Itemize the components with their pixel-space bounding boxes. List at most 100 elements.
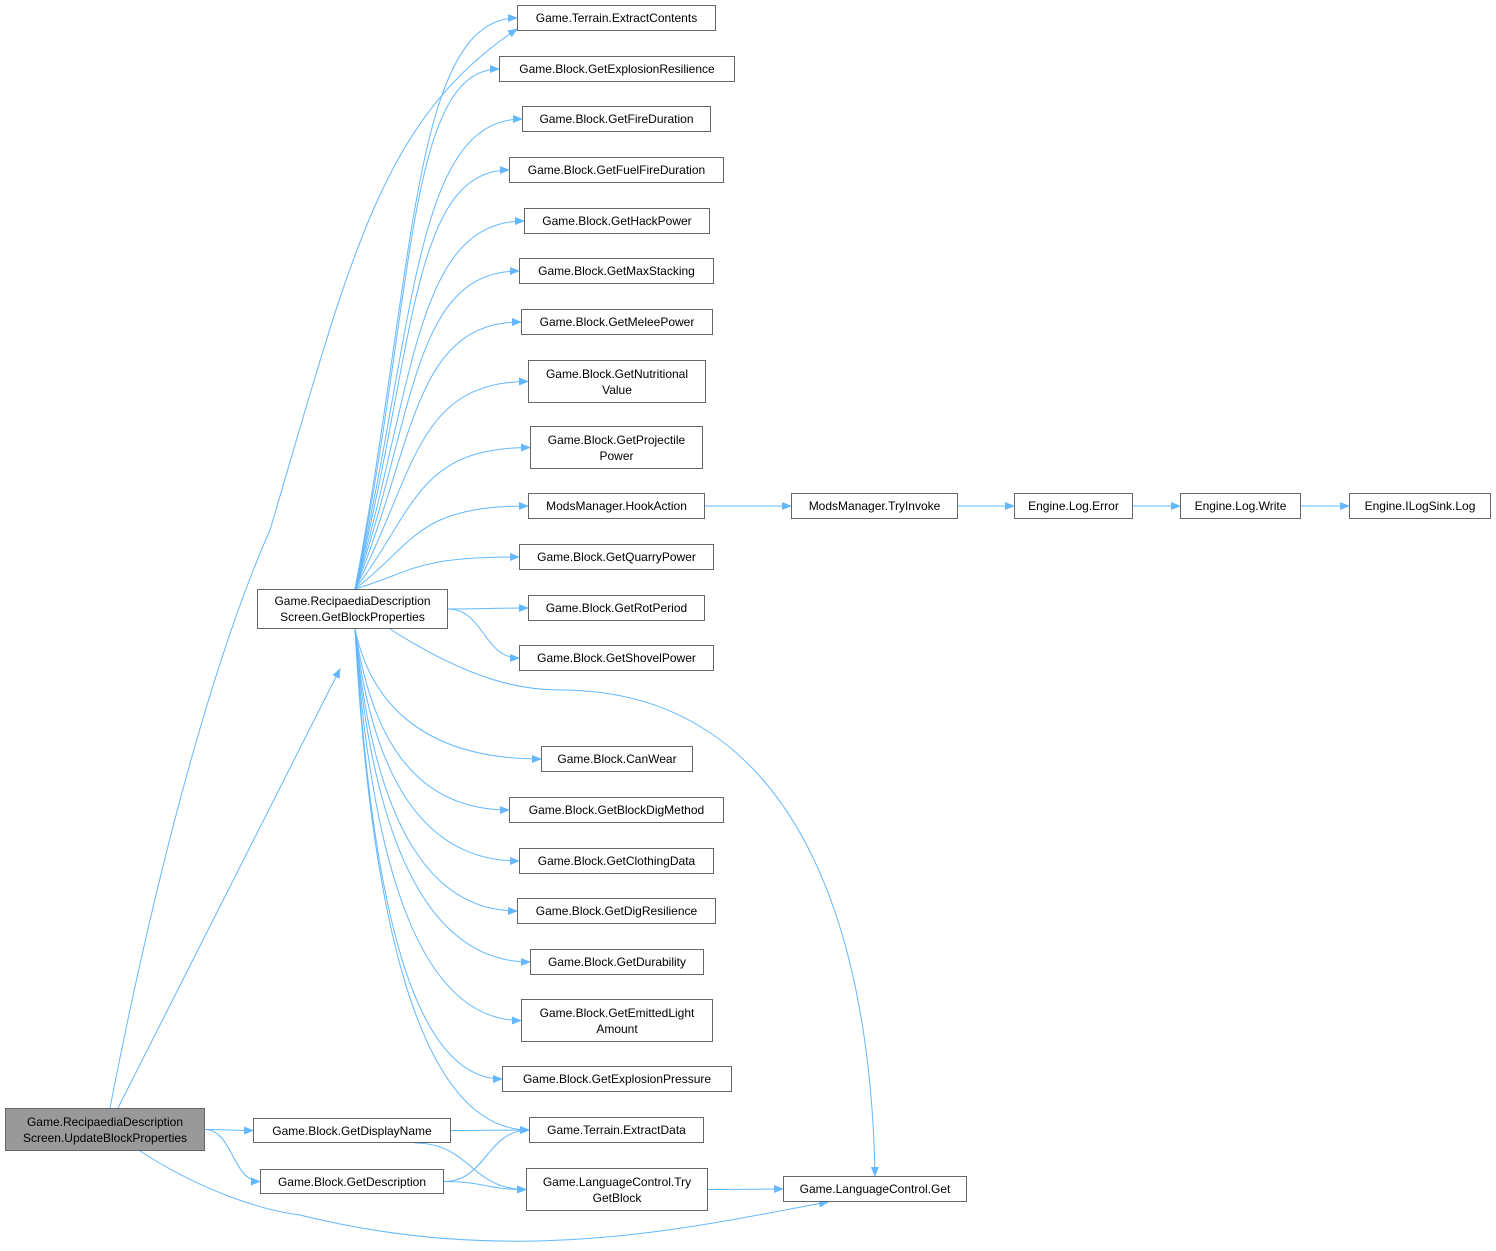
node-game-block-getdisplayname[interactable]: Game.Block.GetDisplayName [253, 1118, 451, 1143]
node-label-line: ModsManager.TryInvoke [808, 499, 941, 513]
node-label-line: Engine.Log.Error [1028, 499, 1119, 513]
edge-n1-to-n24 [354, 628, 530, 1134]
edge-n2-to-n24 [450, 1126, 530, 1135]
edge-n3-to-n25 [443, 1181, 527, 1194]
node-engine-log-write[interactable]: Engine.Log.Write [1180, 493, 1301, 519]
node-label-line: GetBlock [592, 1190, 642, 1205]
node-label-line: Power [599, 448, 634, 463]
edge-n1-to-n8 [354, 217, 525, 590]
edge-n0-to-n26 [139, 1150, 829, 1242]
node-label-line: Game.Block.GetDisplayName [272, 1123, 432, 1138]
edge-n1-to-n18 [354, 628, 510, 814]
edge-n1-to-n9 [354, 267, 520, 590]
node-engine-ilogsink-log[interactable]: Engine.ILogSink.Log [1349, 493, 1491, 519]
node-game-block-getrotperiod[interactable]: Game.Block.GetRotPeriod [528, 595, 705, 621]
node-label-line: Game.Block.GetShovelPower [537, 651, 696, 665]
node-modsmanager-hookaction[interactable]: ModsManager.HookAction [528, 493, 705, 519]
edge-n1-to-n6 [354, 115, 523, 590]
node-label-line: Game.Block.GetExplosionPressure [522, 1072, 712, 1086]
node-label-line: Game.Block.GetDurability [547, 955, 687, 969]
node-game-block-getquarrypower[interactable]: Game.Block.GetQuarryPower [519, 544, 714, 570]
node-label-line: Game.LanguageControl.Get [799, 1182, 951, 1196]
node-label-line: Game.Block.GetQuarryPower [537, 550, 696, 564]
edge-n0-to-n2 [204, 1126, 254, 1135]
node-label-line: Game.Block.GetClothingData [537, 854, 696, 868]
node-modsmanager-tryinvoke[interactable]: ModsManager.TryInvoke [791, 493, 958, 519]
node-label-line: ModsManager.HookAction [546, 499, 687, 513]
edge-n3-to-n24 [443, 1126, 530, 1182]
edge-n1-to-n15 [447, 604, 529, 613]
node-game-block-getexplosionpressure[interactable]: Game.Block.GetExplosionPressure [502, 1066, 732, 1092]
edge-n0-to-n4 [109, 28, 518, 1109]
node-label-line: Game.RecipaediaDescription [26, 1114, 184, 1129]
edge-n1-to-n4 [354, 14, 518, 590]
node-game-block-getexplosionresilience[interactable]: Game.Block.GetExplosionResilience [499, 56, 735, 82]
node-label-line: Game.Block.GetProjectile [547, 432, 686, 447]
node-game-languagecontrol-get[interactable]: Game.LanguageControl.Get [783, 1176, 967, 1202]
node-game-block-getdurability[interactable]: Game.Block.GetDurability [530, 949, 704, 975]
node-label-line: Game.Block.GetRotPeriod [545, 601, 688, 615]
node-label-line: Game.Block.GetNutritional [545, 366, 689, 381]
node-label-line: Game.RecipaediaDescription [274, 594, 431, 608]
node-label-line: Game.Block.GetDigResilience [535, 904, 698, 918]
edge-n1-to-n22 [354, 628, 522, 1025]
edge-n1-to-n17 [354, 628, 542, 763]
node-label-line: Game.Block.GetMaxStacking [538, 264, 695, 278]
node-game-block-getfireduration[interactable]: Game.Block.GetFireDuration [522, 106, 711, 132]
node-label-line: Game.Block.GetEmittedLight [539, 1005, 695, 1020]
edge-n1-to-n10 [354, 318, 522, 590]
node-game-block-getshovelpower[interactable]: Game.Block.GetShovelPower [519, 645, 714, 671]
edge-n1-to-n21 [354, 628, 531, 966]
node-label-line: Game.Block.GetHackPower [542, 214, 692, 228]
edge-n1-to-n23 [354, 628, 503, 1083]
node-game-block-getfuelfireduration[interactable]: Game.Block.GetFuelFireDuration [509, 157, 724, 183]
edge-n2-to-n25 [414, 1142, 527, 1194]
node-game-block-getclothingdata[interactable]: Game.Block.GetClothingData [519, 848, 714, 874]
edge-n1-to-n11 [354, 377, 529, 590]
node-label-line: Amount [596, 1021, 638, 1036]
node-label-line: Game.Block.GetFireDuration [539, 112, 694, 126]
node-game-terrain-extractcontents[interactable]: Game.Terrain.ExtractContents [517, 5, 716, 31]
edge-n0-to-n3 [204, 1129, 261, 1186]
edge-n1-to-n26 [389, 628, 879, 1177]
node-label-line: Screen.GetBlockProperties [280, 610, 425, 624]
node-label-line: Engine.Log.Write [1194, 499, 1287, 513]
node-game-terrain-extractdata[interactable]: Game.Terrain.ExtractData [529, 1117, 704, 1143]
node-game-block-getmeleepower[interactable]: Game.Block.GetMeleePower [521, 309, 713, 335]
node-label-line: Game.Block.GetDescription [277, 1174, 427, 1189]
node-game-block-getblockdigmethod[interactable]: Game.Block.GetBlockDigMethod [509, 797, 724, 823]
node-label-line: Game.Terrain.ExtractContents [535, 11, 698, 25]
node-label-line: Game.LanguageControl.Try [542, 1174, 692, 1189]
node-game-block-gethackpower[interactable]: Game.Block.GetHackPower [524, 208, 710, 234]
node-label-line: Engine.ILogSink.Log [1364, 499, 1476, 513]
node-game-block-canwear[interactable]: Game.Block.CanWear [541, 746, 693, 772]
edge-n1-to-n13 [354, 502, 529, 590]
edge-n1-to-n19 [354, 628, 520, 865]
edge-n1-to-n20 [354, 628, 518, 915]
node-label-line: Game.Block.GetFuelFireDuration [527, 163, 706, 177]
edge-n1-to-n5 [354, 65, 500, 590]
node-label-line: Game.Block.GetMeleePower [539, 315, 695, 329]
node-label-line: Game.Block.CanWear [557, 752, 677, 766]
node-label-line: Game.Block.GetExplosionResilience [519, 62, 715, 76]
node-game-block-getmaxstacking[interactable]: Game.Block.GetMaxStacking [519, 258, 714, 284]
node-label-line: Screen.UpdateBlockProperties [22, 1130, 188, 1145]
node-label-line: Game.Block.GetBlockDigMethod [528, 803, 705, 817]
node-engine-log-error[interactable]: Engine.Log.Error [1014, 493, 1133, 519]
node-game-block-getdigresilience[interactable]: Game.Block.GetDigResilience [517, 898, 716, 924]
edge-n1-to-n14 [354, 553, 520, 590]
edge-n1-to-n16 [447, 608, 520, 662]
node-game-block-getdescription[interactable]: Game.Block.GetDescription [260, 1169, 444, 1194]
node-label-line: Game.Terrain.ExtractData [547, 1123, 686, 1137]
edge-n1-to-n12 [354, 443, 531, 590]
edge-n0-to-n1 [117, 668, 341, 1109]
node-label-line: Value [602, 382, 632, 397]
edge-n1-to-n7 [354, 166, 510, 590]
